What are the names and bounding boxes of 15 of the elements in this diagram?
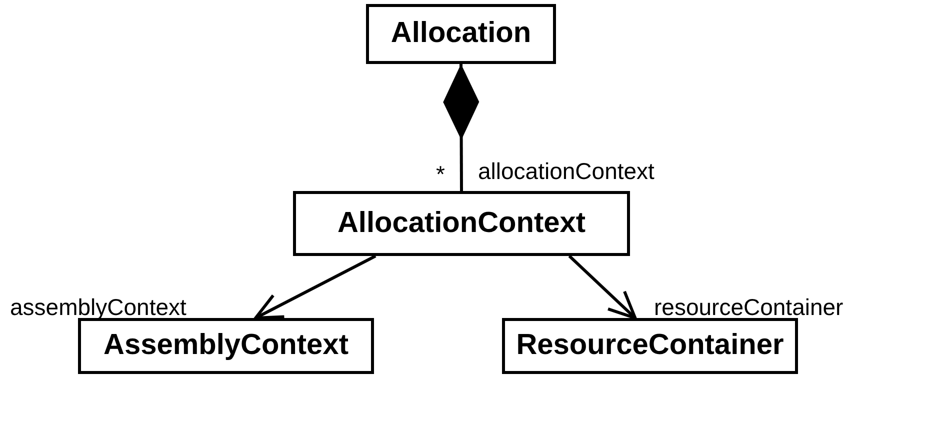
class-name: AssemblyContext <box>104 328 348 364</box>
class-name: AllocationContext <box>337 206 586 241</box>
edge-label: resourceContainer <box>654 293 844 322</box>
class-name: ResourceContainer <box>516 328 784 364</box>
edge-label: assemblyContext <box>10 293 186 322</box>
class-box <box>78 318 374 374</box>
class-box <box>293 191 630 256</box>
edge-label: allocationContext <box>478 157 654 186</box>
composition-line <box>443 64 480 191</box>
multiplicity-label: * <box>436 160 445 189</box>
association-arrow <box>254 254 376 320</box>
class-name: Allocation <box>390 16 532 52</box>
association-arrow <box>568 254 637 320</box>
class-box <box>366 4 556 64</box>
class-box <box>502 318 798 374</box>
